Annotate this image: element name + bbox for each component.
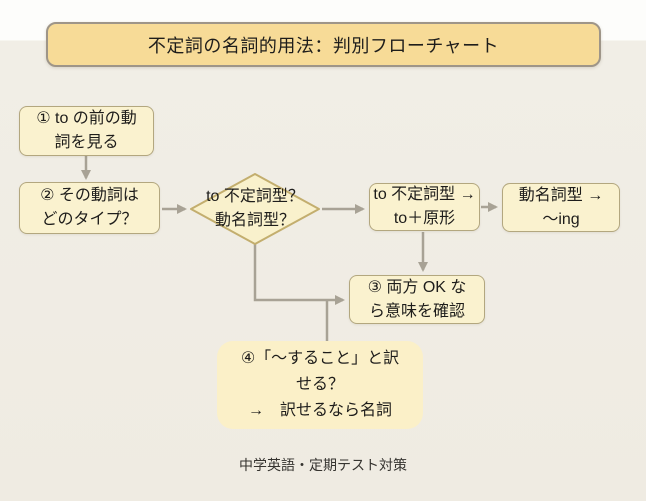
gerund-line1: 動名詞型 →	[518, 186, 604, 204]
connector-decision-step3-elbow	[253, 244, 345, 305]
step1-line2: 詞を見る	[54, 134, 119, 151]
decision-diamond-label: to 不定詞型？ 動名詞型？	[163, 185, 347, 233]
infinitive-line2: to＋原形	[393, 210, 456, 227]
footer-caption: 中学英語・定期テスト対策	[239, 457, 407, 473]
step4-node: ④「～すること」と訳 せる？ → 訳せるなら名詞	[217, 341, 423, 429]
decision-diamond-shape	[190, 173, 320, 245]
decision-line1: to 不定詞型？	[206, 188, 304, 205]
step2-line1: ② その動詞は	[40, 187, 139, 204]
step4-line3: → 訳せるなら名詞	[247, 402, 392, 419]
step2-node: ② その動詞は どのタイプ？	[19, 182, 160, 234]
gerund-result-node: 動名詞型 → ～ing	[502, 183, 620, 232]
step4-line2: せる？	[295, 376, 344, 393]
page-title: 不定詞の名詞的用法：判別フローチャート	[147, 35, 500, 56]
step1-node: ① to の前の動 詞を見る	[19, 106, 154, 156]
step1-line1: ① to の前の動	[36, 110, 137, 127]
infinitive-line1: to 不定詞型 →	[373, 186, 476, 203]
step2-line2: どのタイプ？	[41, 211, 138, 228]
title-banner: 不定詞の名詞的用法：判別フローチャート	[46, 22, 601, 67]
step3-line2: ら意味を確認	[368, 302, 465, 320]
step3-node: ③ 両方 OK な ら意味を確認	[349, 275, 485, 324]
decision-line2: 動名詞型？	[214, 212, 295, 229]
step4-line1: ④「～すること」と訳	[240, 350, 400, 367]
step3-line1: ③ 両方 OK な	[367, 278, 467, 296]
gerund-line2: ～ing	[542, 210, 580, 228]
infinitive-result-node: to 不定詞型 → to＋原形	[369, 183, 480, 231]
